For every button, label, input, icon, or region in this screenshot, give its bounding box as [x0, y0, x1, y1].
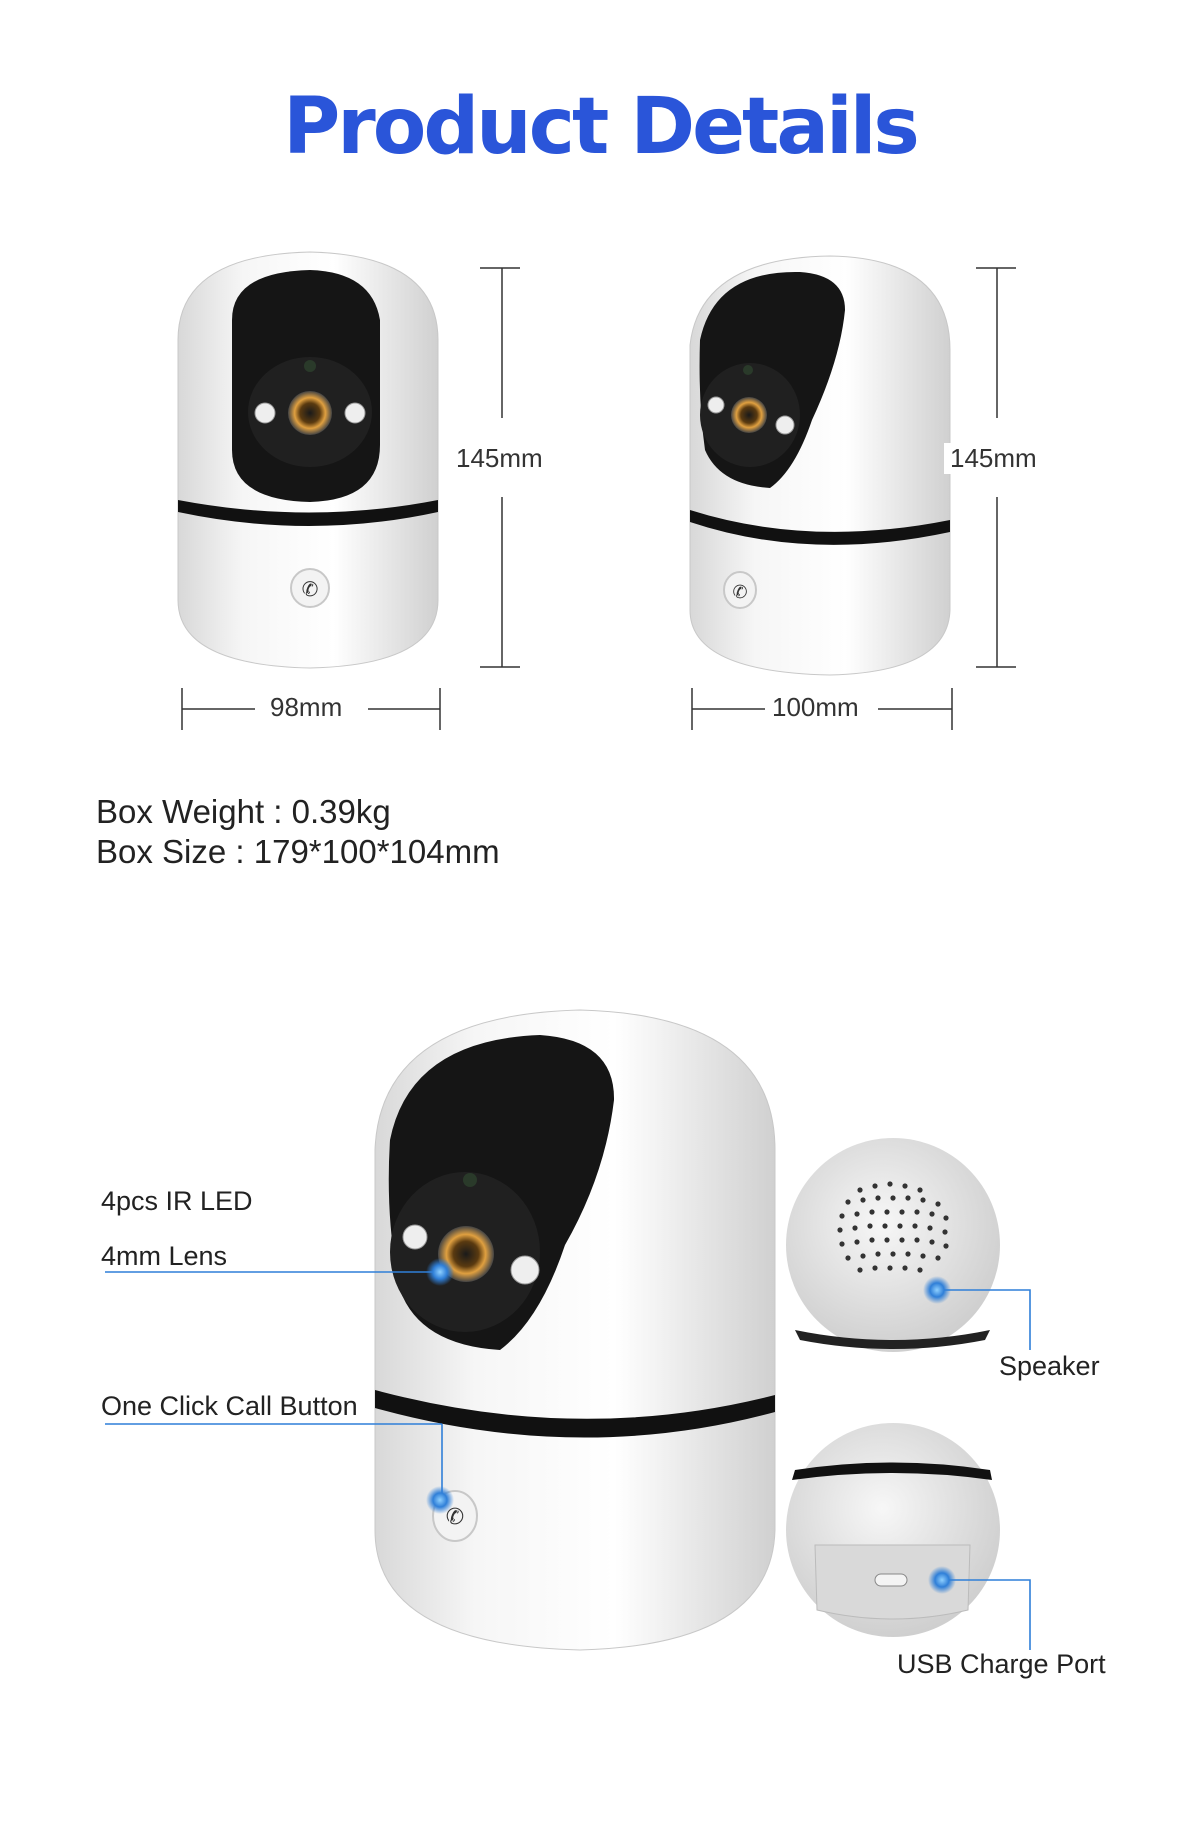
camera-large-view: ✆	[374, 1009, 776, 1651]
callout-call-button: One Click Call Button	[101, 1391, 358, 1421]
camera-front-view: ✆	[177, 251, 439, 669]
usb-port-detail	[786, 1423, 1000, 1637]
speaker-detail	[786, 1138, 1000, 1352]
front-width-label: 98mm	[264, 692, 349, 723]
svg-text:✆: ✆	[302, 577, 319, 601]
box-weight: Box Weight : 0.39kg	[96, 793, 391, 830]
callout-usb-port: USB Charge Port	[897, 1649, 1106, 1679]
callout-speaker: Speaker	[999, 1351, 1100, 1381]
side-width-label: 100mm	[766, 692, 865, 723]
front-height-label: 145mm	[450, 443, 549, 474]
box-size: Box Size : 179*100*104mm	[96, 833, 500, 870]
camera-side-view: ✆	[689, 255, 951, 676]
callout-ir-led: 4pcs IR LED	[101, 1186, 253, 1216]
svg-text:✆: ✆	[732, 582, 747, 603]
callout-lens: 4mm Lens	[101, 1241, 228, 1271]
side-height-label: 145mm	[944, 443, 1043, 474]
callout-dots	[426, 1258, 956, 1594]
dimension-lines	[181, 267, 1016, 730]
page-title: Product Details	[283, 82, 920, 172]
svg-text:✆: ✆	[446, 1505, 464, 1530]
